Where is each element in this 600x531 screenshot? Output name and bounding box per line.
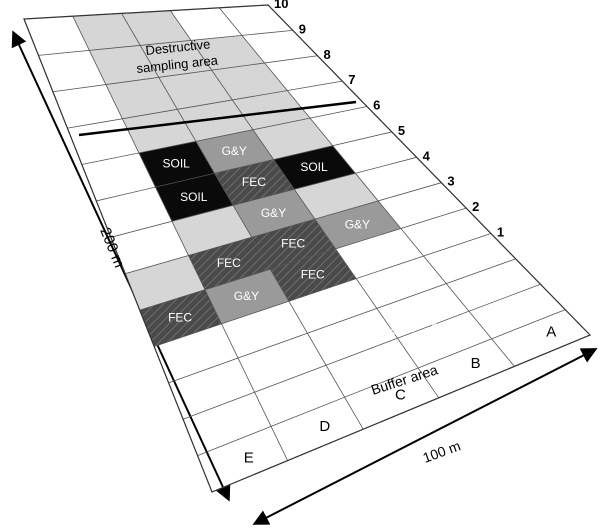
grid-row-line [96,131,392,202]
light-cell [140,40,212,78]
grid-row-line [81,106,368,165]
grid-row-line [154,233,492,347]
length-arrow [11,30,231,502]
plot-labels: G&Y SOIL SOIL FEC SOIL G&Y FEC FEC G&Y FEC FEC G&Y [163,144,371,325]
light-cell [125,255,205,311]
column-label: A [546,324,556,341]
light-cell [158,70,233,110]
plot-label-fec: FEC [168,311,192,325]
row-label: 8 [324,47,331,62]
grid-lines [23,4,592,493]
light-cell [232,90,311,130]
grid-row-line [125,182,442,275]
row-label: 2 [472,199,479,214]
grid-column-line [218,7,515,367]
row-label: 4 [423,148,431,163]
plot-label-soil: SOIL [163,157,191,171]
light-cell [177,99,253,142]
plot-cell-soil [155,173,234,222]
grid-column-line [121,13,364,430]
row-label: 3 [447,174,454,189]
column-label: D [319,418,330,435]
light-cell [294,173,379,220]
length-dimension-label: 200 m [96,225,127,270]
row-label: 1 [497,224,504,239]
plot-cell-fec [270,248,357,302]
destructive-boundary [78,100,357,137]
plot-label-fec: FEC [217,256,241,270]
row-label: 10 [274,0,288,11]
plot-label-gy: G&Y [345,217,370,231]
plot-label-soil: SOIL [300,160,328,174]
width-dimension-label: 100 m [421,437,463,465]
plot-cell-gy [233,189,315,238]
permanent-sampling-label: Permanent sampling [325,311,438,360]
plot-cell-gy [314,200,401,249]
plot-label-fec: FEC [281,237,305,251]
light-cell [122,109,196,153]
row-label: 6 [373,98,380,113]
light-cell [105,77,178,119]
row-label: 5 [398,123,405,138]
plot-border [23,4,592,493]
grid-column-line [72,16,288,461]
plot-label-fec: FEC [301,268,325,282]
grid-row-line [110,156,417,238]
plot-cell-gy [195,129,274,174]
row-label: 9 [299,21,306,36]
column-label: B [471,355,481,372]
width-arrow [252,348,598,525]
grid-row-line [182,283,541,420]
plot-label-gy: G&Y [222,144,247,158]
grid-row-line [139,207,467,311]
column-labels: A B C D E [244,324,556,467]
row-labels: 10 9 8 7 6 5 4 3 2 1 [274,0,504,239]
grid-row-line [197,309,566,456]
plot-cell-fec [188,237,271,290]
grid-row-line [67,80,343,129]
light-cell [211,62,288,100]
light-cell [252,118,333,160]
grid-row-line [168,258,516,384]
plot-label-gy: G&Y [234,289,259,303]
light-cell [121,10,192,46]
plot-label-fec: FEC [242,175,266,189]
grid-row-line [52,55,318,93]
light-cell [191,35,265,71]
column-label: E [244,449,254,466]
plot-cell-fec [214,159,295,206]
grid-row-line [38,29,293,56]
plot-label-soil: SOIL [180,190,208,204]
light-cell [72,13,141,51]
row-label: 7 [348,72,355,87]
column-label: C [395,387,406,404]
plot-cell-soil [138,141,215,188]
plot-label-gy: G&Y [261,206,286,220]
light-cells [72,10,379,311]
plot-cell-gy [204,269,289,324]
light-cell [89,45,159,85]
grid-column-line [170,10,440,399]
destructive-area-label-line1: Destructive [145,36,211,58]
